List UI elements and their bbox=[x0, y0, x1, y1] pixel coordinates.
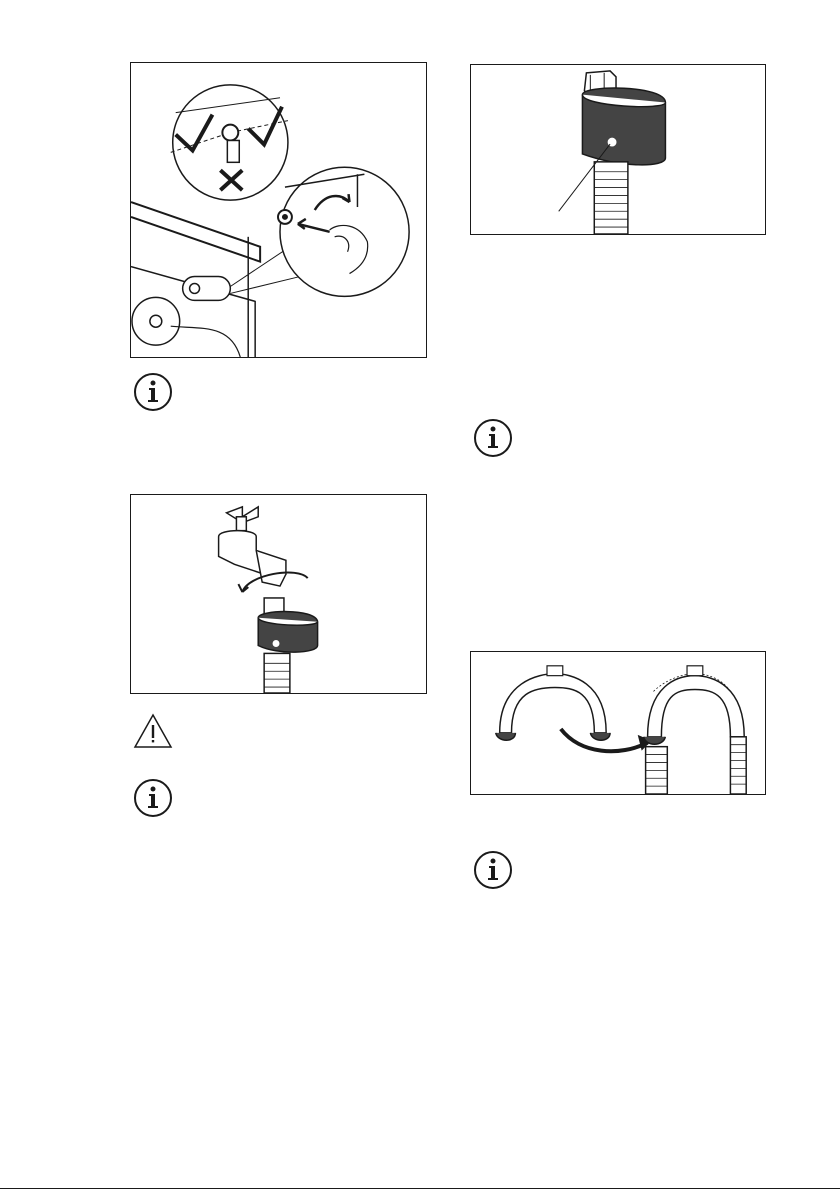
safety-valve-indicator-illustration bbox=[471, 65, 765, 234]
drain-hose-guide-illustration bbox=[471, 652, 765, 794]
figure-connection-angle bbox=[130, 62, 427, 358]
hose-to-tap-illustration bbox=[131, 495, 426, 693]
warning-icon bbox=[132, 711, 174, 753]
hose-connection-angle-illustration bbox=[131, 63, 426, 357]
figure-hose-guide bbox=[470, 651, 766, 795]
page-bottom-rule bbox=[0, 1188, 840, 1189]
info-icon bbox=[132, 371, 174, 413]
figure-hose-tap bbox=[130, 494, 427, 694]
figure-valve-indicator bbox=[470, 64, 766, 235]
info-icon bbox=[132, 777, 174, 819]
info-icon bbox=[472, 849, 514, 891]
info-icon bbox=[472, 417, 514, 459]
